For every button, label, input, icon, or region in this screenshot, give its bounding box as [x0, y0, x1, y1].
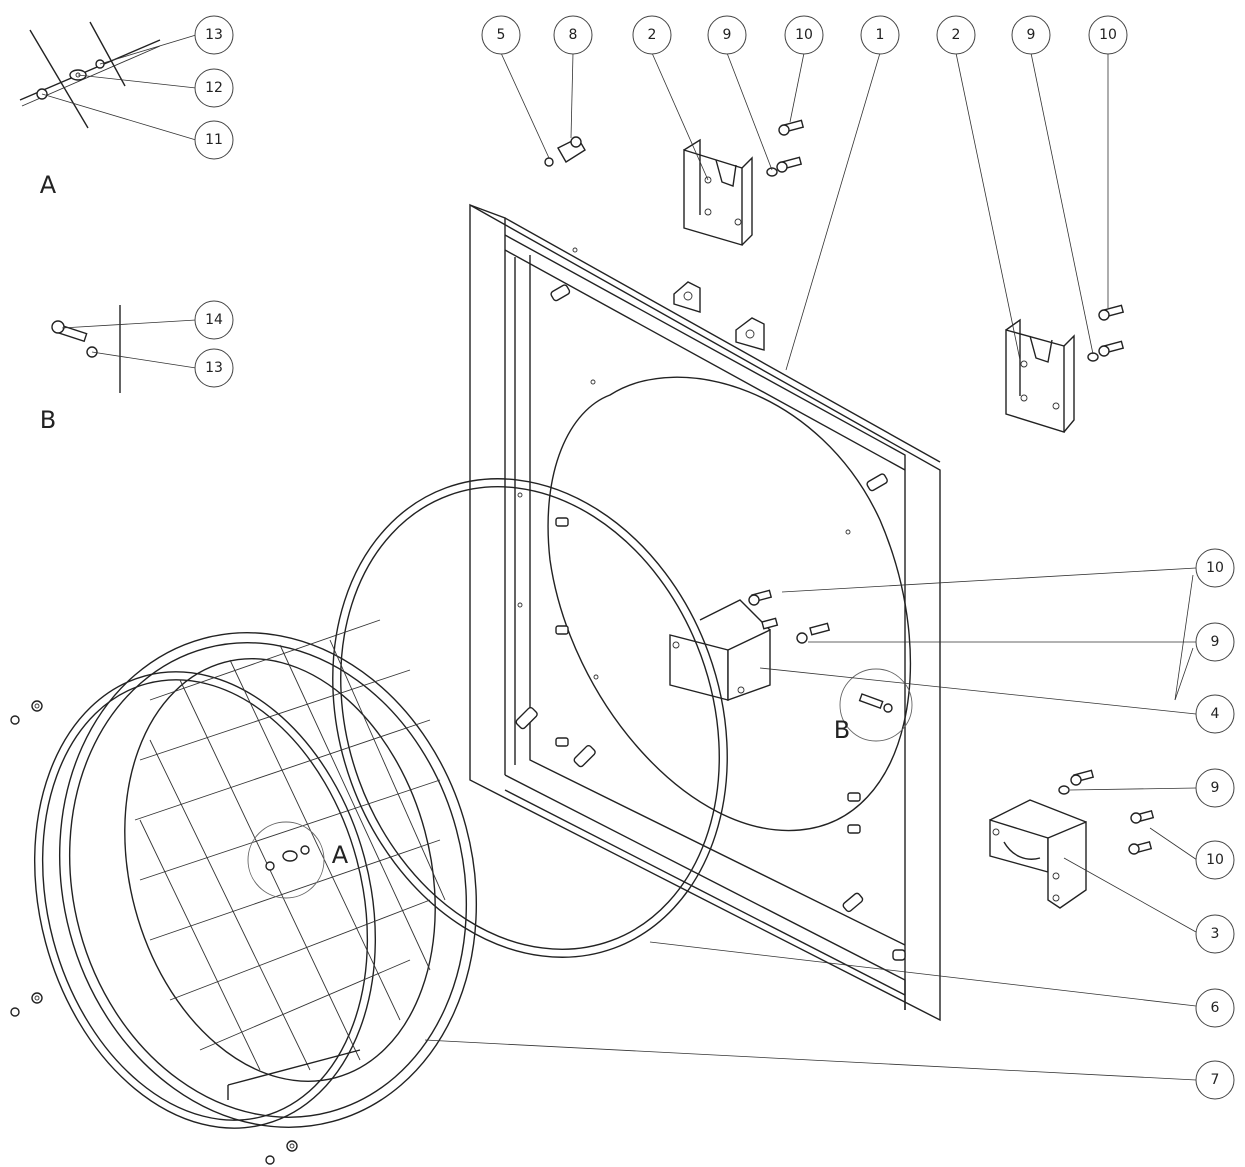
- balloon-10-low: 10: [1195, 840, 1235, 880]
- balloon-9-top-left: 9: [707, 15, 747, 55]
- svg-text:10: 10: [1099, 27, 1117, 43]
- frame-studs: [515, 247, 906, 961]
- svg-text:13: 13: [205, 27, 223, 43]
- balloon-4: 4: [1195, 694, 1235, 734]
- svg-text:1: 1: [876, 27, 885, 43]
- svg-text:2: 2: [648, 27, 657, 43]
- svg-text:6: 6: [1211, 1000, 1220, 1016]
- svg-text:11: 11: [205, 132, 223, 148]
- part-5-8-fitting: [544, 136, 586, 167]
- balloons: 13 12 11 14 13 5 8 2 9 10 1 2 9 10 10 9 …: [194, 15, 1235, 1100]
- balloon-3: 3: [1195, 914, 1235, 954]
- svg-text:8: 8: [569, 27, 578, 43]
- bracket-2-right: [1005, 318, 1075, 433]
- bolts-top-right: [1087, 304, 1125, 362]
- front-grille-ring-part-7: [33, 619, 478, 1129]
- svg-text:9: 9: [1211, 780, 1220, 796]
- gasket-ring-part-6: [332, 478, 728, 958]
- svg-text:5: 5: [497, 27, 506, 43]
- bracket-4: [669, 589, 831, 701]
- balloon-2-right: 2: [936, 15, 976, 55]
- bolts-top-left: [766, 119, 805, 177]
- bracket-2-left: [683, 138, 753, 246]
- balloon-8: 8: [553, 15, 593, 55]
- leader-lines: [41, 34, 1201, 1081]
- svg-text:9: 9: [723, 27, 732, 43]
- balloon-13-detail-b: 13: [194, 348, 234, 388]
- detail-a-callout: A: [247, 821, 349, 899]
- svg-text:2: 2: [952, 27, 961, 43]
- balloon-13-detail-a: 13: [194, 15, 234, 55]
- svg-text:9: 9: [1027, 27, 1036, 43]
- balloon-9-mid: 9: [1195, 622, 1235, 662]
- grille-mesh: [134, 619, 446, 1071]
- balloon-10-mid: 10: [1195, 548, 1235, 588]
- balloon-10-top-right: 10: [1088, 15, 1128, 55]
- balloon-7: 7: [1195, 1060, 1235, 1100]
- svg-text:3: 3: [1211, 926, 1220, 942]
- loose-nuts-washers: [10, 700, 298, 1165]
- balloon-5: 5: [481, 15, 521, 55]
- svg-text:10: 10: [795, 27, 813, 43]
- balloon-12: 12: [194, 68, 234, 108]
- svg-text:7: 7: [1211, 1072, 1220, 1088]
- callout-label-b: B: [834, 716, 850, 744]
- view-label-a: A: [40, 171, 57, 199]
- balloon-6: 6: [1195, 988, 1235, 1028]
- balloon-2-left: 2: [632, 15, 672, 55]
- balloon-9-top-right: 9: [1011, 15, 1051, 55]
- svg-text:14: 14: [205, 312, 223, 328]
- balloon-1: 1: [860, 15, 900, 55]
- callout-label-a: A: [332, 841, 349, 869]
- bracket-3: [989, 769, 1155, 909]
- svg-text:13: 13: [205, 360, 223, 376]
- svg-text:10: 10: [1206, 560, 1224, 576]
- balloon-11: 11: [194, 120, 234, 160]
- balloon-14: 14: [194, 300, 234, 340]
- detail-b-callout: B: [834, 668, 913, 744]
- detail-view-a: A: [19, 21, 161, 199]
- balloon-10-top-left: 10: [784, 15, 824, 55]
- balloon-9-low: 9: [1195, 768, 1235, 808]
- svg-text:10: 10: [1206, 852, 1224, 868]
- svg-text:12: 12: [205, 80, 223, 96]
- view-label-b: B: [40, 406, 56, 434]
- svg-text:4: 4: [1211, 706, 1220, 722]
- detail-view-b: B: [40, 305, 121, 434]
- main-frame-part-1: [469, 203, 941, 1022]
- svg-text:9: 9: [1211, 634, 1220, 650]
